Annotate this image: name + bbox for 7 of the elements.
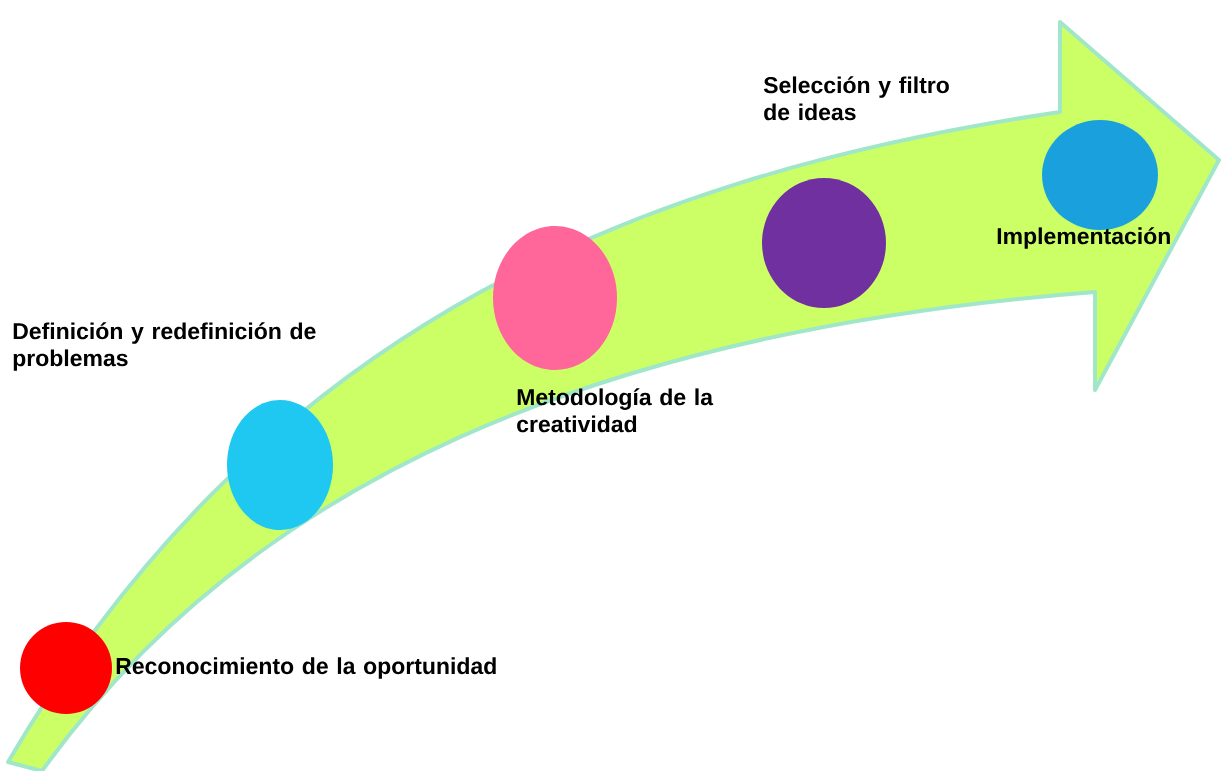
circle — [493, 226, 617, 370]
step-label: Selección y filtro de ideas — [763, 76, 949, 121]
circle — [20, 622, 112, 714]
circle — [227, 400, 333, 530]
step-label: Definición y redefinición de problemas — [13, 322, 316, 371]
step-label: Implementación — [997, 227, 1170, 249]
circle — [762, 178, 886, 308]
